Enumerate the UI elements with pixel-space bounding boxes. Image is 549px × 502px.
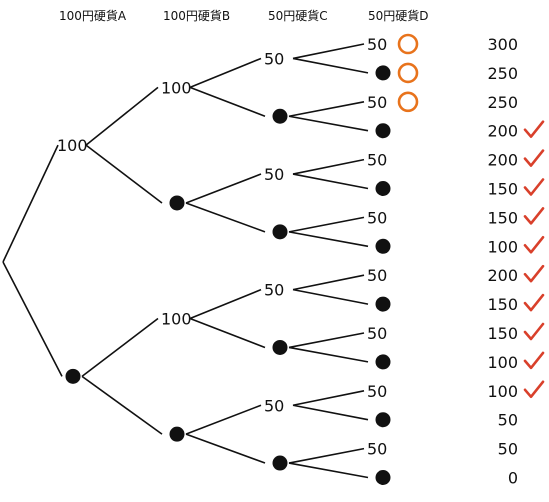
node-empty-c-r10 xyxy=(272,339,288,355)
edge-l3-r5 xyxy=(292,173,369,190)
node-value-d-r6: 50 xyxy=(367,208,387,227)
outcome-total: 150 xyxy=(487,180,518,199)
edge-l2-r4 xyxy=(185,173,262,204)
edge-l3-r1 xyxy=(292,57,369,74)
node-empty-c-r14 xyxy=(272,455,288,471)
header-coin-d: 50円硬貨D xyxy=(368,8,429,23)
outcome-total: 200 xyxy=(487,151,518,170)
node-empty-d-r13 xyxy=(375,412,391,428)
edge-l2-r14 xyxy=(185,433,266,464)
node-empty-c-r2 xyxy=(272,108,288,124)
outcome-totals: 300 250 250 200 200 150 150 100 200 150 150 100 100 5… xyxy=(397,33,545,488)
edge-l3-r0 xyxy=(292,43,365,60)
edge-l3-r10 xyxy=(288,332,365,349)
circle-mark-icon xyxy=(397,33,419,55)
node-empty-d-r1 xyxy=(375,65,391,81)
edge-l2-r0 xyxy=(189,57,262,89)
edge-l1-r0 xyxy=(85,86,159,146)
edge-l3-r7 xyxy=(288,231,369,248)
node-empty-d-r3 xyxy=(375,123,391,139)
outcome-total: 200 xyxy=(487,266,518,285)
node-value-b-r0: 100 xyxy=(161,78,192,97)
tree-edges xyxy=(2,43,369,479)
edge-l3-r8 xyxy=(292,274,365,291)
outcome-total: 250 xyxy=(487,64,518,83)
outcome-total: 0 xyxy=(508,469,518,488)
node-empty-d-r9 xyxy=(375,296,391,312)
node-empty-d-r7 xyxy=(375,238,391,254)
node-value-c-r0: 50 xyxy=(264,49,284,68)
node-value-c-r4: 50 xyxy=(264,165,284,184)
node-value-d-r2: 50 xyxy=(367,93,387,112)
check-mark-icon xyxy=(523,236,545,254)
outcome-total: 150 xyxy=(487,208,518,227)
header-coin-a: 100円硬貨A xyxy=(59,8,127,23)
outcome-total: 250 xyxy=(487,93,518,112)
edge-l1-r8 xyxy=(81,317,159,377)
outcome-total: 50 xyxy=(498,411,518,430)
outcome-total: 300 xyxy=(487,35,518,54)
node-empty-c-r6 xyxy=(272,224,288,240)
edge-l3-r11 xyxy=(288,346,369,363)
edge-l3-r14 xyxy=(288,447,365,464)
node-empty-d-r11 xyxy=(375,354,391,370)
header-coin-c: 50円硬貨C xyxy=(268,8,328,23)
outcome-total: 200 xyxy=(487,122,518,141)
check-mark-icon xyxy=(523,207,545,225)
edge-l2-r6 xyxy=(185,202,266,233)
outcome-total: 100 xyxy=(487,237,518,256)
check-mark-icon xyxy=(523,120,545,138)
check-mark-icon xyxy=(523,264,545,283)
edge-root-0 xyxy=(2,144,59,263)
edge-root-1 xyxy=(2,261,63,377)
edge-l3-r15 xyxy=(288,462,369,479)
check-mark-icon xyxy=(523,149,545,167)
edge-l2-r8 xyxy=(189,288,262,320)
outcome-total: 150 xyxy=(487,295,518,314)
node-value-d-r10: 50 xyxy=(367,324,387,343)
edge-l3-r12 xyxy=(292,390,365,407)
node-value-a-r0: 100 xyxy=(57,136,88,155)
node-empty-b-r4 xyxy=(169,195,185,211)
node-value-c-r8: 50 xyxy=(264,281,284,300)
node-empty-d-r5 xyxy=(375,181,391,196)
outcome-total: 100 xyxy=(487,353,518,372)
circle-mark-icon xyxy=(397,62,419,84)
outcome-total: 150 xyxy=(487,324,518,343)
edge-l3-r2 xyxy=(288,101,365,118)
edge-l3-r4 xyxy=(292,158,365,175)
edge-l3-r9 xyxy=(292,288,369,305)
check-mark-icon xyxy=(523,178,545,196)
node-value-d-r8: 50 xyxy=(367,266,387,285)
edge-l2-r12 xyxy=(185,404,262,435)
edge-l3-r13 xyxy=(292,404,369,421)
node-value-d-r0: 50 xyxy=(367,35,387,54)
edge-l2-r2 xyxy=(189,86,266,117)
node-empty-a-r8 xyxy=(65,368,81,384)
edge-l2-r10 xyxy=(189,317,266,349)
circle-mark-icon xyxy=(397,91,419,113)
edge-l3-r3 xyxy=(288,115,369,132)
node-empty-b-r12 xyxy=(169,426,185,442)
edge-l1-r4 xyxy=(85,144,163,204)
edge-l3-r6 xyxy=(288,216,365,233)
check-mark-icon xyxy=(523,351,545,370)
node-value-b-r8: 100 xyxy=(161,310,192,329)
edge-l1-r12 xyxy=(81,375,163,435)
header-coin-b: 100円硬貨B xyxy=(163,8,230,23)
check-mark-icon xyxy=(523,293,545,312)
node-value-c-r12: 50 xyxy=(264,396,284,415)
node-value-d-r12: 50 xyxy=(367,382,387,401)
node-empty-d-r15 xyxy=(375,470,391,485)
node-value-d-r4: 50 xyxy=(367,151,387,170)
check-mark-icon xyxy=(523,380,545,399)
tree-nodes: 100 100 50 50 50 50 50 50 100 50 50 50 50 50 50 xyxy=(57,35,391,485)
check-mark-icon xyxy=(523,322,545,341)
outcome-total: 100 xyxy=(487,382,518,401)
outcome-total: 50 xyxy=(498,440,518,459)
node-value-d-r14: 50 xyxy=(367,440,387,459)
